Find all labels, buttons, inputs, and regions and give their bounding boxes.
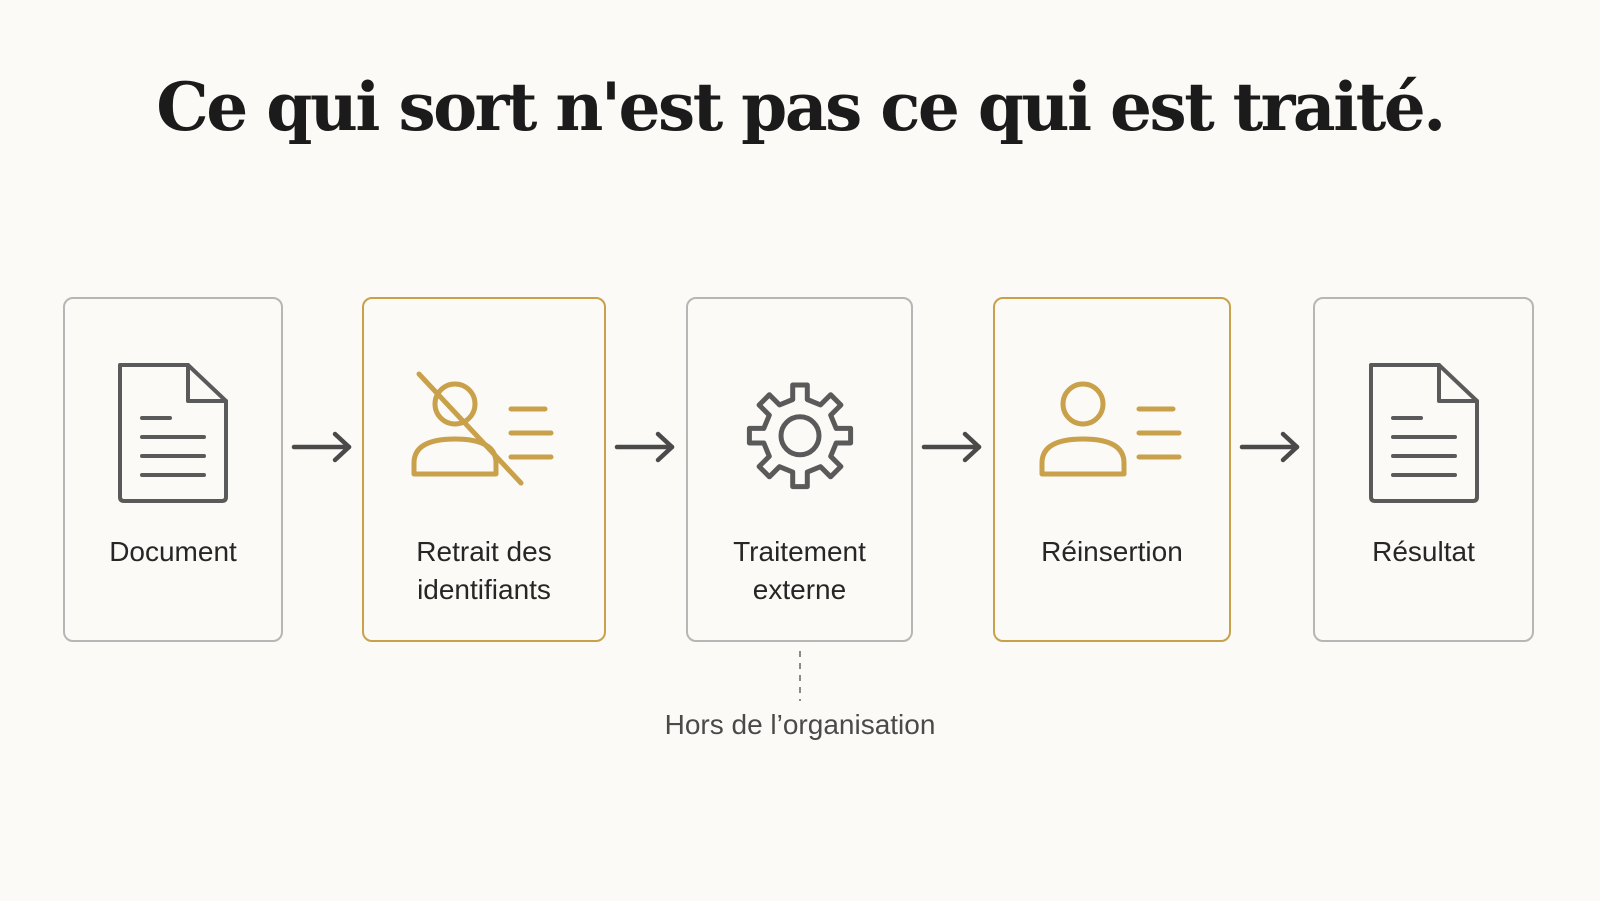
dashed-connector bbox=[799, 651, 801, 701]
user-removed-icon bbox=[409, 361, 559, 511]
arrow-right-icon bbox=[921, 427, 985, 467]
step-retrait-identifiants: Retrait des identifiants bbox=[362, 297, 606, 642]
document-icon bbox=[98, 361, 248, 511]
step-label: Résultat bbox=[1372, 536, 1475, 567]
gear-icon bbox=[725, 361, 875, 511]
document-icon bbox=[1349, 361, 1499, 511]
user-profile-icon bbox=[1037, 361, 1187, 511]
step-reinsertion: Réinsertion bbox=[993, 297, 1231, 642]
step-label: Traitement externe bbox=[733, 536, 866, 605]
arrow-right-icon bbox=[614, 427, 678, 467]
step-traitement-externe: Traitement externe bbox=[686, 297, 913, 642]
step-label: Réinsertion bbox=[1041, 536, 1183, 567]
outside-organisation-note: Hors de l’organisation bbox=[664, 709, 936, 740]
step-label: Document bbox=[109, 536, 237, 567]
arrow-right-icon bbox=[291, 427, 355, 467]
step-label: Retrait des identifiants bbox=[416, 536, 552, 605]
page-title: Ce qui sort n'est pas ce qui est traité. bbox=[156, 68, 1446, 146]
step-resultat: Résultat bbox=[1313, 297, 1534, 642]
arrow-right-icon bbox=[1239, 427, 1303, 467]
step-document: Document bbox=[63, 297, 283, 642]
